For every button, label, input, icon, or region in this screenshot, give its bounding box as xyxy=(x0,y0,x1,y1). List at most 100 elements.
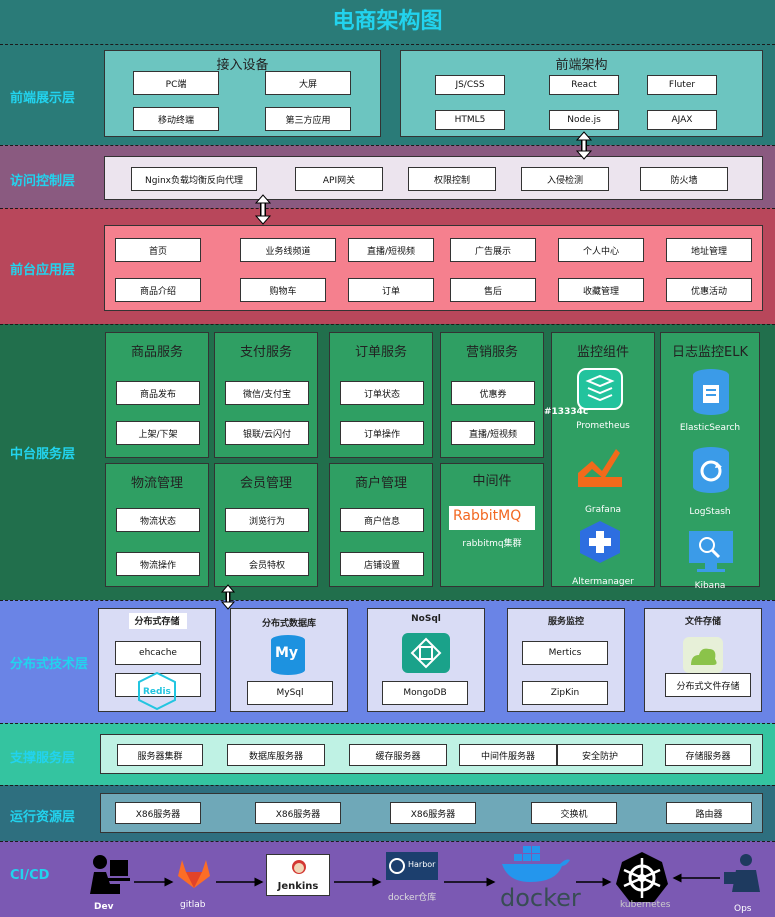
group-service-monitor: 服务监控 Mertics ZipKin xyxy=(507,608,625,712)
docker-whale-icon xyxy=(502,846,570,882)
file-storage-icon xyxy=(683,637,723,673)
distributed-layer-label: 分布式技术层 xyxy=(10,657,89,672)
group-elk: 日志监控ELK ElasticSearch LogStash Kibana xyxy=(660,332,760,591)
dist-storage-title-tab xyxy=(129,613,187,629)
item-product-publish: 商品发布 xyxy=(116,381,200,405)
app-panel: 首页 业务线频道 直播/短视频 广告展示 个人中心 地址管理 商品介绍 购物车 … xyxy=(104,225,763,311)
double-arrow-frontend-access xyxy=(575,131,593,160)
arch-jscss: JS/CSS xyxy=(435,75,505,95)
app-home: 首页 xyxy=(115,238,201,262)
item-mysql: MySql xyxy=(247,681,333,705)
harbor-logo: Harbor xyxy=(386,852,438,880)
support-security: 安全防护 xyxy=(557,744,643,766)
app-cart: 购物车 xyxy=(240,278,326,302)
item-live-video: 直播/短视频 xyxy=(451,421,535,445)
item-shop-settings: 店铺设置 xyxy=(340,552,424,576)
app-promotion: 优惠活动 xyxy=(666,278,752,302)
app-channel: 业务线频道 xyxy=(240,238,336,262)
gitlab-icon xyxy=(178,860,210,888)
service-monitor-title: 服务监控 xyxy=(547,617,584,627)
access-firewall: 防火墙 xyxy=(640,167,728,191)
devices-panel: 接入设备 PC端 大屏 移动终端 第三方应用 xyxy=(104,50,381,137)
logstash-label: LogStash xyxy=(689,507,731,517)
arch-react: React xyxy=(549,75,619,95)
group-merchant: 商户管理 商户信息 店铺设置 xyxy=(329,463,433,587)
group-marketing-service: 营销服务 优惠券 直播/短视频 xyxy=(440,332,544,458)
access-layer-label: 访问控制层 xyxy=(10,174,76,189)
device-thirdparty: 第三方应用 xyxy=(265,107,351,131)
support-storage-server: 存储服务器 xyxy=(665,744,751,766)
runtime-layer-label: 运行资源层 xyxy=(10,810,76,825)
app-address: 地址管理 xyxy=(666,238,752,262)
item-browse: 浏览行为 xyxy=(225,508,309,532)
ops-icon xyxy=(724,854,760,892)
item-redis-box xyxy=(115,673,201,697)
support-panel: 服务器集群 数据库服务器 缓存服务器 中间件服务器 安全防护 存储服务器 xyxy=(100,734,763,774)
developer-icon xyxy=(90,855,130,894)
item-product-shelf: 上架/下架 xyxy=(116,421,200,445)
access-panel: Nginx负载均衡反向代理 API网关 权限控制 入侵检测 防火墙 xyxy=(104,156,763,200)
runtime-panel: X86服务器 X86服务器 X86服务器 交换机 路由器 xyxy=(100,793,763,833)
kubernetes-icon xyxy=(616,852,668,902)
item-mertics: Mertics xyxy=(522,641,608,665)
middleware-title: 中间件 xyxy=(472,474,512,489)
dist-storage-title: 分布式存储 xyxy=(134,617,180,627)
cicd-flow-arrows xyxy=(134,873,720,887)
frontend-layer: 前端展示层 接入设备 PC端 大屏 移动终端 第三方应用 前端架构 JS/CSS… xyxy=(0,44,775,145)
runtime-switch: 交换机 xyxy=(531,802,617,824)
frontend-layer-label: 前端展示层 xyxy=(10,91,76,106)
jenkins-logo: Jenkins xyxy=(266,854,330,896)
harbor-label: Harbor xyxy=(408,860,436,869)
mysql-icon xyxy=(271,635,305,675)
group-nosql: NoSql MongoDB xyxy=(367,608,485,712)
item-wechat-alipay: 微信/支付宝 xyxy=(225,381,309,405)
app-product-intro: 商品介绍 xyxy=(115,278,201,302)
support-layer-label: 支撑服务层 xyxy=(10,751,76,766)
grafana-label: Grafana xyxy=(584,505,622,515)
dev-label: Dev xyxy=(94,902,114,912)
grafana-icon xyxy=(578,449,622,487)
devices-title: 接入设备 xyxy=(216,58,269,73)
group-title: 订单服务 xyxy=(354,345,407,360)
app-layer: 前台应用层 首页 业务线频道 直播/短视频 广告展示 个人中心 地址管理 商品介… xyxy=(0,208,775,324)
logstash-icon xyxy=(693,447,729,493)
item-zipkin: ZipKin xyxy=(522,681,608,705)
group-dist-db: 分布式数据库 My MySql xyxy=(230,608,348,712)
runtime-x86-1: X86服务器 xyxy=(115,802,201,824)
arch-ajax: AJAX xyxy=(647,110,717,130)
device-pc: PC端 xyxy=(133,71,219,95)
elasticsearch-label: ElasticSearch xyxy=(679,423,741,433)
access-api-gateway: API网关 xyxy=(295,167,383,191)
access-nginx: Nginx负载均衡反向代理 xyxy=(131,167,257,191)
docker-registry-label: docker仓库 xyxy=(388,893,437,903)
item-ehcache: ehcache xyxy=(115,641,201,665)
jenkins-icon xyxy=(292,860,306,874)
group-monitor: 监控组件 #13334c Prometheus Grafana Alterman… xyxy=(544,332,655,587)
runtime-layer: 运行资源层 X86服务器 X86服务器 X86服务器 交换机 路由器 xyxy=(0,785,775,841)
arch-fluter: Fluter xyxy=(647,75,717,95)
cicd-layer: CI/CD Dev gitlab Jenkins Harbor docker仓库… xyxy=(0,841,775,917)
app-aftersale: 售后 xyxy=(450,278,536,302)
group-middleware: 中间件 RabbitMQ rabbitmq集群 xyxy=(440,463,544,587)
group-title: 支付服务 xyxy=(239,345,292,360)
item-mongodb: MongoDB xyxy=(382,681,468,705)
redis-label: Redis xyxy=(143,687,171,697)
mysql-icon-text: My xyxy=(275,645,299,661)
item-logistics-status: 物流状态 xyxy=(116,508,200,532)
group-title: 商户管理 xyxy=(354,476,407,491)
app-order: 订单 xyxy=(348,278,434,302)
harbor-icon xyxy=(389,858,405,874)
frontend-arch-title: 前端架构 xyxy=(555,58,608,73)
group-title: 物流管理 xyxy=(130,476,183,491)
dist-db-title: 分布式数据库 xyxy=(261,619,316,629)
group-file-storage: 文件存储 分布式文件存储 xyxy=(644,608,762,712)
middle-layer-label: 中台服务层 xyxy=(10,447,76,462)
elasticsearch-icon xyxy=(693,369,729,415)
group-title: 会员管理 xyxy=(239,476,292,491)
support-mw-server: 中间件服务器 xyxy=(459,744,557,766)
item-logistics-op: 物流操作 xyxy=(116,552,200,576)
app-ads: 广告展示 xyxy=(450,238,536,262)
middle-layer: 中台服务层 商品服务 商品发布 上架/下架 支付服务 微信/支付宝 银联/云闪付… xyxy=(0,324,775,600)
support-cache-server: 缓存服务器 xyxy=(349,744,447,766)
group-payment-service: 支付服务 微信/支付宝 银联/云闪付 xyxy=(214,332,318,458)
